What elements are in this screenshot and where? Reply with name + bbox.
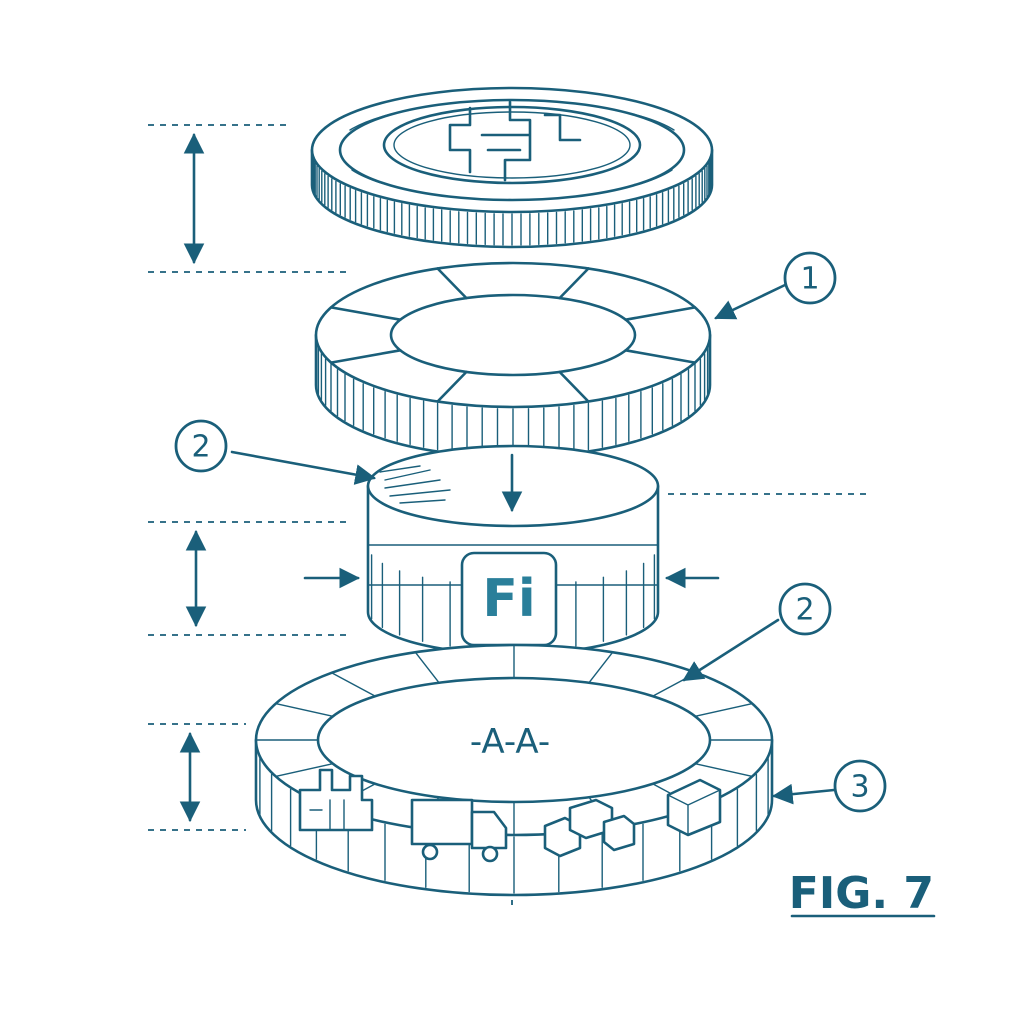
fi-badge-text: Fi <box>482 569 535 629</box>
svg-text:1: 1 <box>800 262 819 297</box>
dimension-top <box>148 124 350 273</box>
factory-icon <box>298 768 374 832</box>
dimension-middle <box>148 521 350 636</box>
svg-text:FIG. 7: FIG. 7 <box>789 868 934 919</box>
callout-2-top: 2 <box>174 419 377 485</box>
svg-text:2: 2 <box>191 430 210 465</box>
boxes-icon <box>543 778 722 858</box>
truck-icon <box>410 798 508 863</box>
base-ring-icon: -A-A- <box>254 643 774 897</box>
segmented-ring-icon <box>314 261 712 459</box>
cylinder-icon: Fi <box>303 444 720 656</box>
callout-3: 3 <box>771 759 887 813</box>
callout-1: 1 <box>714 251 837 320</box>
figure-label: FIG. 7 <box>789 868 936 919</box>
section-marker-text: -A-A- <box>470 722 550 762</box>
svg-text:2: 2 <box>795 593 814 628</box>
callout-2-bottom: 2 <box>682 582 832 682</box>
svg-text:3: 3 <box>850 770 869 805</box>
coin-icon <box>310 86 714 249</box>
dimension-bottom <box>148 723 246 831</box>
